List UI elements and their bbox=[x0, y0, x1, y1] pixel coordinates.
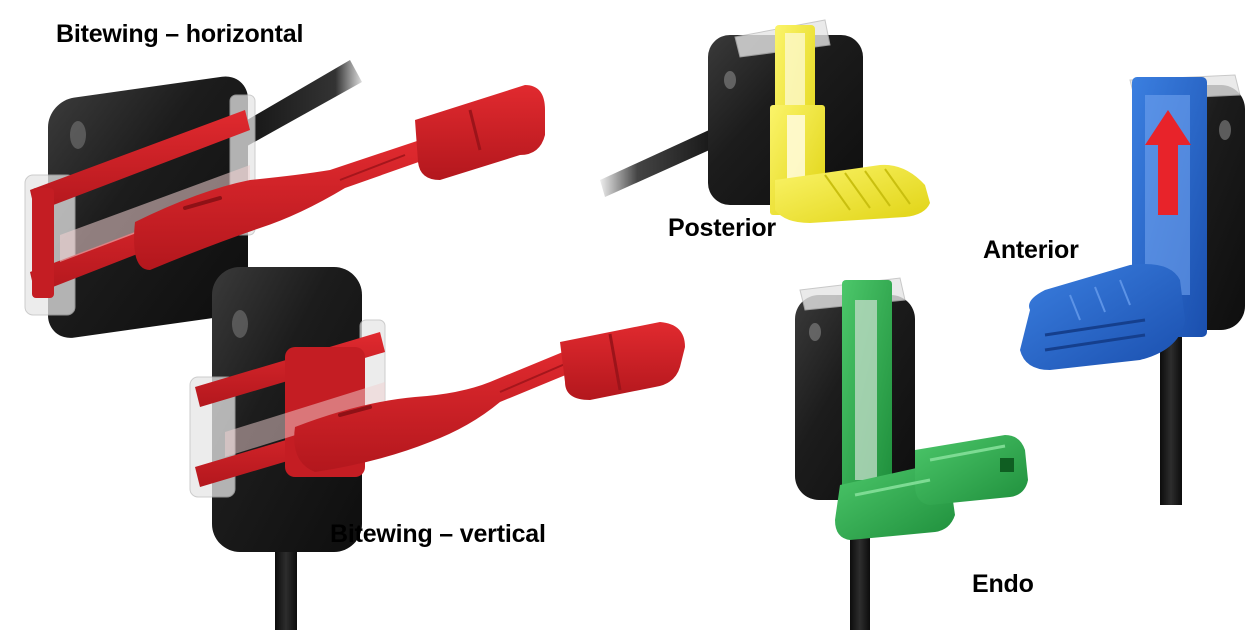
label-endo: Endo bbox=[972, 570, 1034, 598]
endo-holder bbox=[780, 270, 1040, 630]
bitewing-horizontal-holder bbox=[0, 40, 560, 338]
label-anterior: Anterior bbox=[983, 236, 1079, 264]
anterior-holder bbox=[1010, 65, 1260, 510]
posterior-holder bbox=[595, 5, 955, 235]
cable bbox=[1160, 315, 1182, 505]
up-arrow-icon bbox=[1145, 110, 1191, 215]
cable bbox=[600, 125, 725, 197]
label-posterior: Posterior bbox=[668, 214, 776, 242]
bite-wing bbox=[294, 347, 585, 472]
cable bbox=[230, 60, 362, 150]
bitewing-vertical-holder bbox=[180, 262, 700, 630]
bite-wing bbox=[134, 140, 430, 270]
cable bbox=[275, 532, 297, 630]
aiming-block bbox=[915, 435, 1028, 505]
label-bitewing-vertical: Bitewing – vertical bbox=[330, 520, 546, 548]
label-bitewing-horizontal: Bitewing – horizontal bbox=[56, 20, 304, 48]
bite-block bbox=[1020, 264, 1185, 370]
